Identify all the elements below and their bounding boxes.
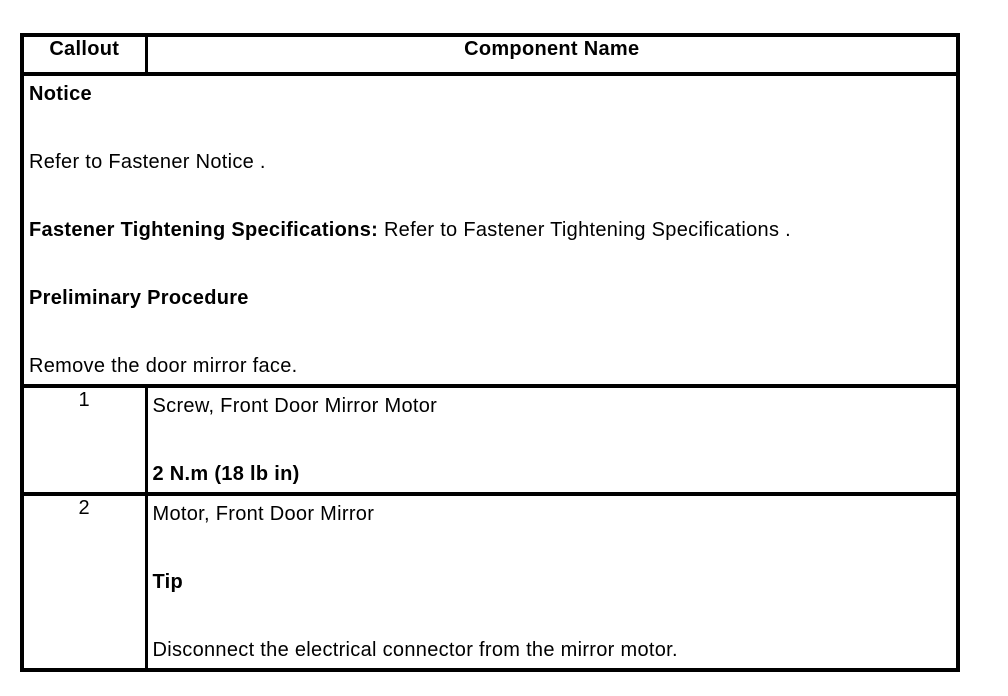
spacer (29, 111, 951, 145)
spacer (153, 423, 952, 457)
component-name-1: Screw, Front Door Mirror Motor (152, 395, 438, 417)
header-callout: Callout (20, 33, 148, 76)
tip-text: Disconnect the electrical connector from… (152, 639, 678, 661)
spacer (29, 247, 951, 281)
fastener-notice-text: Refer to Fastener Notice . (29, 151, 266, 173)
spacer (29, 315, 951, 349)
fastener-spec-heading: Fastener Tightening Specifications: (29, 219, 379, 241)
preliminary-step-text: Remove the door mirror face. (29, 355, 298, 377)
component-name-2: Motor, Front Door Mirror (152, 503, 375, 525)
tip-heading: Tip (152, 571, 184, 593)
preliminary-heading: Preliminary Procedure (29, 287, 249, 309)
component-cell-1: Screw, Front Door Mirror Motor 2 N.m (18… (144, 384, 960, 496)
torque-spec-1: 2 N.m (18 lb in) (152, 463, 300, 485)
spacer (29, 179, 951, 213)
table-header-row: Callout Component Name (20, 33, 960, 76)
component-cell-2: Motor, Front Door Mirror Tip Disconnect … (144, 492, 960, 672)
spacer (153, 531, 952, 565)
notice-heading: Notice (29, 83, 92, 105)
callout-number-2: 2 (20, 492, 148, 672)
header-component-name: Component Name (144, 33, 960, 76)
table-row-1: 1 Screw, Front Door Mirror Motor 2 N.m (… (20, 384, 960, 496)
notice-row: Notice Refer to Fastener Notice . Fasten… (20, 72, 960, 388)
fastener-spec-reference: Refer to Fastener Tightening Specificati… (383, 219, 791, 241)
component-callout-table: Callout Component Name Notice Refer to F… (20, 33, 960, 672)
notice-cell: Notice Refer to Fastener Notice . Fasten… (20, 72, 960, 388)
spacer (153, 599, 952, 633)
fastener-spec-line: Fastener Tightening Specifications: Refe… (29, 213, 951, 247)
table-row-2: 2 Motor, Front Door Mirror Tip Disconnec… (20, 492, 960, 672)
callout-number-1: 1 (20, 384, 148, 496)
